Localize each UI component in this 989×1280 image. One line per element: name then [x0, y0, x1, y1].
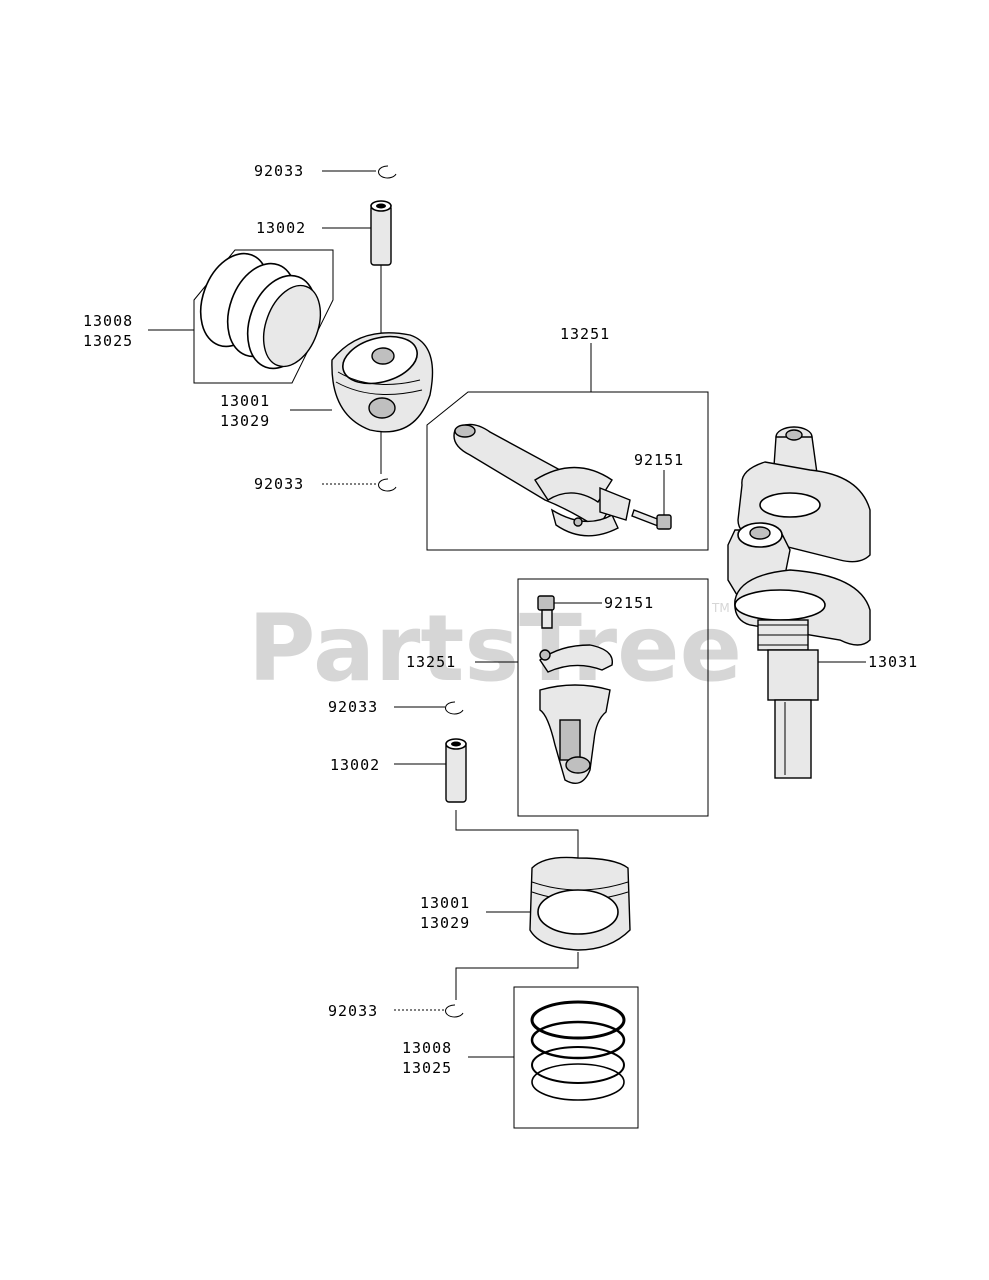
callout-13001-top[interactable]: 13001 — [220, 392, 270, 410]
callout-13008-bottom[interactable]: 13008 — [402, 1039, 452, 1057]
piston-bottom-part[interactable] — [529, 856, 631, 951]
circlip-top-upper-part[interactable] — [378, 165, 397, 179]
circlip-bottom-lower-part[interactable] — [445, 1004, 464, 1018]
piston-pin-bottom-part[interactable] — [445, 738, 467, 803]
callout-13031[interactable]: 13031 — [868, 653, 918, 671]
bolt-top-part[interactable] — [631, 509, 672, 530]
piston-rings-top-part[interactable] — [189, 244, 334, 384]
piston-pin-top-part[interactable] — [370, 200, 392, 266]
callout-13008-top[interactable]: 13008 — [83, 312, 133, 330]
callout-13251-bottom[interactable]: 13251 — [406, 653, 456, 671]
callout-92033-bottom-a[interactable]: 92033 — [328, 698, 378, 716]
callout-13025-bottom[interactable]: 13025 — [402, 1059, 452, 1077]
callout-92151-top[interactable]: 92151 — [634, 451, 684, 469]
piston-top-part[interactable] — [331, 329, 434, 433]
callout-92033-bottom-b[interactable]: 92033 — [328, 1002, 378, 1020]
callout-13001-bottom[interactable]: 13001 — [420, 894, 470, 912]
connecting-rod-top-part[interactable] — [426, 391, 709, 551]
connecting-rod-bottom-part[interactable] — [517, 578, 709, 817]
callout-13002-top[interactable]: 13002 — [256, 219, 306, 237]
callout-92033-top-a[interactable]: 92033 — [254, 162, 304, 180]
callout-92033-top-b[interactable]: 92033 — [254, 475, 304, 493]
crankshaft-part[interactable] — [727, 426, 871, 779]
circlip-top-lower-part[interactable] — [378, 478, 397, 492]
callout-13029-bottom[interactable]: 13029 — [420, 914, 470, 932]
watermark-trademark: TM — [711, 601, 730, 615]
piston-rings-bottom-part[interactable] — [513, 986, 639, 1129]
circlip-bottom-upper-part[interactable] — [445, 701, 464, 715]
watermark-logo: PartsTree — [248, 595, 742, 702]
callout-13029-top[interactable]: 13029 — [220, 412, 270, 430]
callout-92151-bottom[interactable]: 92151 — [604, 594, 654, 612]
callout-13251-top[interactable]: 13251 — [560, 325, 610, 343]
callout-13025-top[interactable]: 13025 — [83, 332, 133, 350]
callout-13002-bottom[interactable]: 13002 — [330, 756, 380, 774]
